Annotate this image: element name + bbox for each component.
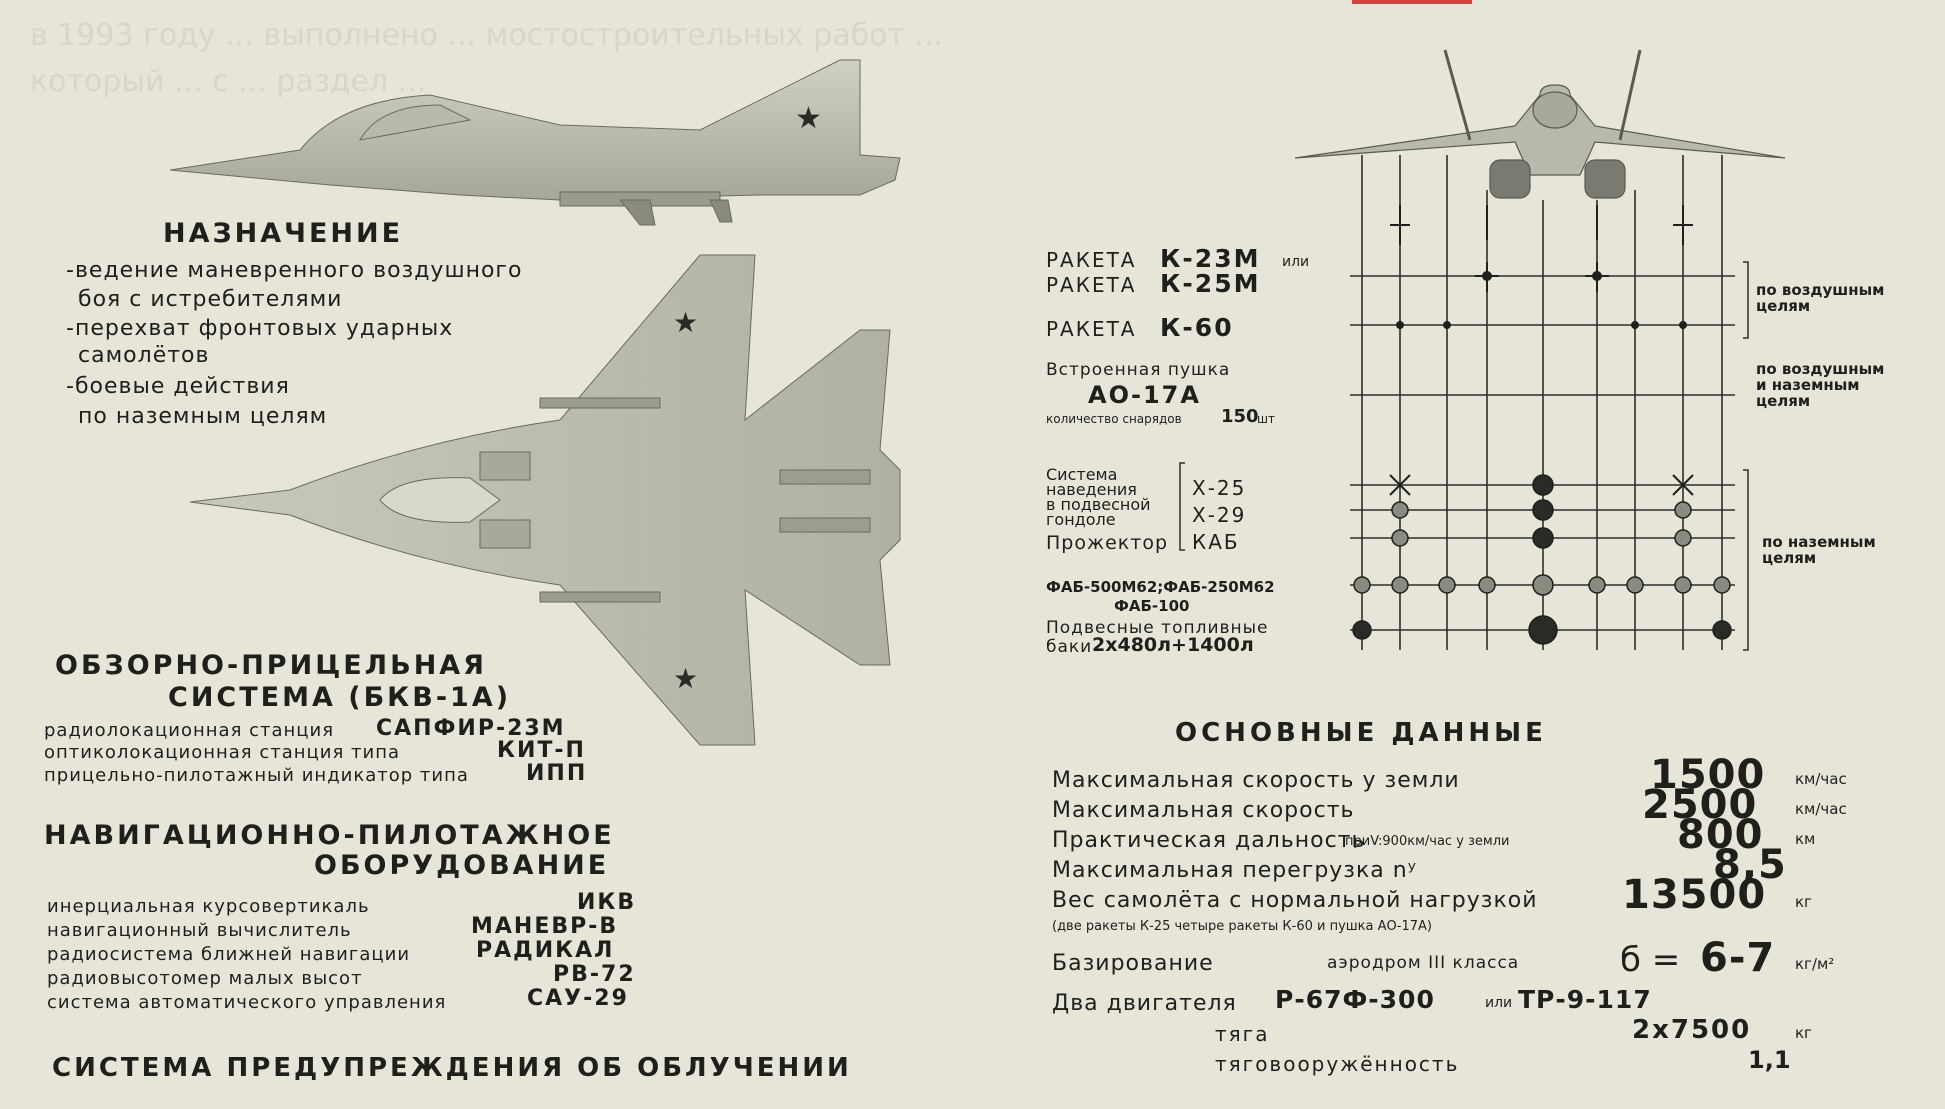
purpose-item: -перехват фронтовых ударных	[66, 316, 454, 341]
main-data-unit: км/час	[1795, 800, 1847, 818]
nav-row-label: система автоматического управления	[47, 992, 447, 1013]
nav-row-value: МАНЕВР-В	[471, 914, 619, 939]
bombs-label-2: ФАБ-100	[1114, 597, 1190, 615]
tanks-label: Подвесные топливные	[1046, 618, 1269, 638]
sight-row-value: КИТ-П	[497, 738, 586, 763]
main-data-unit: км/час	[1795, 770, 1847, 788]
purpose-item: -боевые действия	[66, 374, 290, 399]
main-data-value: 13500	[1622, 872, 1767, 918]
missile-name: К-23М	[1160, 244, 1261, 273]
wing-loading-unit: кг/м²	[1795, 955, 1835, 973]
thrust-ratio-value: 1,1	[1748, 1046, 1791, 1074]
nav-row-label: навигационный вычислитель	[47, 920, 352, 941]
bleed-through-text: в 1993 году ... выполнено ... мостострои…	[30, 18, 944, 53]
nav-row-value: РВ-72	[553, 962, 636, 987]
nav-row-label: инерциальная курсовертикаль	[47, 896, 370, 917]
main-data-value: 1500	[1650, 752, 1766, 798]
nav-row-label: радиовысотомер малых высот	[47, 968, 363, 989]
main-data-value: 2500	[1642, 782, 1758, 828]
tanks-value: 2х480л+1400л	[1092, 634, 1254, 656]
nav-row-value: САУ-29	[527, 986, 629, 1011]
engines-label: Два двигателя	[1052, 991, 1237, 1016]
aircraft-top-view: ★ ★	[189, 254, 901, 746]
missile-name: К-60	[1160, 313, 1234, 342]
missile-name: К-25М	[1160, 269, 1261, 298]
purpose-item: самолётов	[78, 343, 210, 368]
thrust-ratio-label: тяговооружённость	[1215, 1052, 1460, 1076]
main-data-value: 8,5	[1713, 842, 1787, 888]
main-data-note: приV:900км/час у земли	[1345, 834, 1510, 849]
sight-row-label: радиолокационная станция	[44, 720, 335, 741]
gun-name: АО-17А	[1088, 381, 1201, 409]
missile-label-prefix: РАКЕТА	[1046, 317, 1137, 341]
sight-system-title-2: СИСТЕМА (БКВ-1А)	[168, 682, 512, 713]
tanks-label-2: баки	[1046, 637, 1093, 657]
main-data-unit: кг	[1795, 893, 1812, 911]
guided-weapons: Х-25 Х-29 КАБ	[1192, 476, 1247, 554]
engines-or: или	[1485, 995, 1513, 1011]
purpose-item: -ведение маневренного воздушного	[66, 258, 523, 283]
missile-label-prefix: РАКЕТА	[1046, 273, 1137, 297]
sight-system-title: ОБЗОРНО-ПРИЦЕЛЬНАЯ	[55, 650, 487, 681]
sight-row-label: прицельно-пилотажный индикатор типа	[44, 765, 469, 786]
corner-red-mark	[1352, 0, 1472, 4]
gun-label: Встроенная пушка	[1046, 360, 1231, 380]
nav-row-value: ИКВ	[577, 890, 637, 915]
main-data-label: Вес самолёта с нормальной нагрузкой	[1052, 888, 1538, 913]
nav-row-label: радиосистема ближней навигации	[47, 944, 411, 965]
svg-text:★: ★	[795, 101, 822, 136]
thrust-label: тяга	[1215, 1022, 1270, 1046]
wing-loading-symbol: б =	[1620, 940, 1681, 980]
missile-or: или	[1282, 254, 1310, 270]
engines-alt: ТР-9-117	[1518, 985, 1652, 1014]
gun-ammo-unit: шт	[1257, 412, 1275, 426]
svg-text:★: ★	[673, 662, 698, 695]
purpose-item: по наземным целям	[78, 404, 328, 429]
engines-value: Р-67Ф-300	[1275, 985, 1435, 1014]
purpose-title: НАЗНАЧЕНИЕ	[163, 218, 404, 249]
basing-value: аэродром III класса	[1327, 953, 1520, 973]
main-data-label: Максимальная скорость у земли	[1052, 768, 1460, 793]
nav-equipment-title: НАВИГАЦИОННО-ПИЛОТАЖНОЕ	[44, 820, 615, 851]
main-data-value: 800	[1677, 812, 1764, 858]
main-data-label: Максимальная скорость	[1052, 798, 1355, 823]
main-data-unit: км	[1795, 830, 1816, 848]
aircraft-front-view	[1294, 49, 1786, 199]
purpose-item: боя с истребителями	[78, 287, 343, 312]
sight-row-value: САПФИР-23М	[376, 716, 566, 741]
gun-ammo-label: количество снарядов	[1046, 412, 1182, 426]
aircraft-side-view: ★	[169, 59, 901, 226]
main-data-label: Практическая дальность	[1052, 828, 1366, 853]
bombs-label: ФАБ-500М62;ФАБ-250М62	[1046, 578, 1275, 596]
svg-text:★: ★	[673, 306, 698, 339]
sight-row-value: ИПП	[526, 761, 588, 786]
bleed-through-text-2: который ... с ... раздел ...	[30, 64, 427, 99]
wing-loading-value: 6-7	[1700, 935, 1776, 981]
searchlight-label: Прожектор	[1046, 532, 1169, 554]
missile-label-prefix: РАКЕТА	[1046, 248, 1137, 272]
gun-ammo-value: 150	[1221, 406, 1259, 427]
thrust-unit: кг	[1795, 1024, 1812, 1042]
sight-row-label: оптиколокационная станция типа	[44, 742, 401, 763]
nav-row-value: РАДИКАЛ	[476, 938, 615, 963]
basing-label: Базирование	[1052, 951, 1214, 976]
pod-label: Система наведения в подвесной гондоле	[1046, 465, 1151, 529]
nav-equipment-title-2: ОБОРУДОВАНИЕ	[314, 850, 610, 881]
main-data-title: ОСНОВНЫЕ ДАННЫЕ	[1175, 718, 1547, 748]
weight-note: (две ракеты К-25 четыре ракеты К-60 и пу…	[1052, 919, 1432, 934]
thrust-value: 2х7500	[1632, 1015, 1752, 1045]
main-data-label: Максимальная перегрузка nʸ	[1052, 858, 1417, 883]
warning-system-title: СИСТЕМА ПРЕДУПРЕЖДЕНИЯ ОБ ОБЛУЧЕНИИ	[52, 1053, 852, 1083]
